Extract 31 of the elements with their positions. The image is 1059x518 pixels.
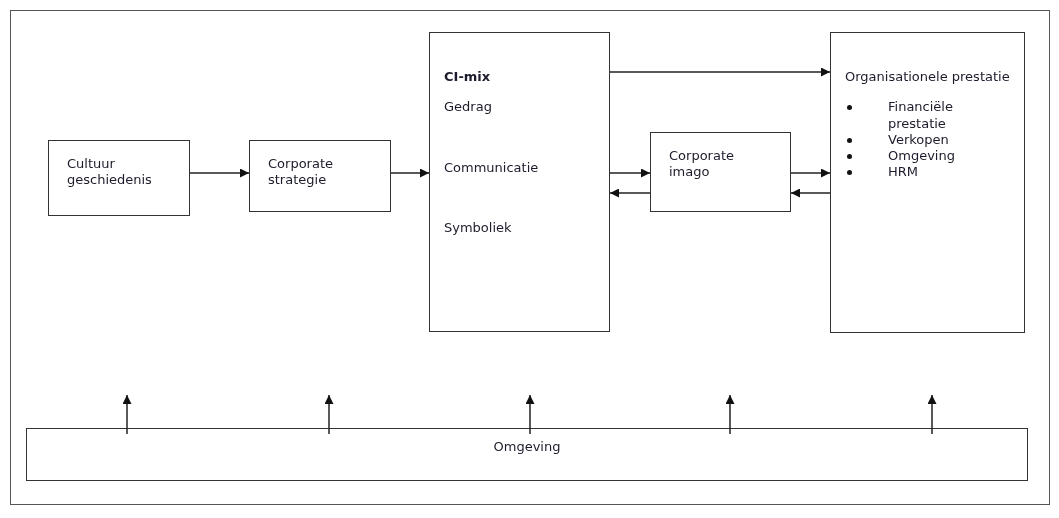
arrow [609,67,831,77]
box-label: Corporate strategie [268,156,334,189]
box-item: Communicatie [444,159,540,176]
box-heading: CI-mix [444,69,492,86]
arrow [725,394,735,435]
process-box [48,140,190,216]
process-box [26,428,1028,481]
arrow [525,394,535,435]
arrow [927,394,937,435]
box-item: Symboliek [444,219,513,236]
list-item: Verkopen [888,131,949,148]
arrow [609,168,651,178]
arrow [122,394,132,435]
box-heading: Organisationele prestatie [845,69,1010,86]
process-box [429,32,610,332]
list-item: Omgeving [888,148,955,165]
process-box [650,132,791,212]
arrow [790,168,831,178]
process-box [249,140,391,212]
box-item: Gedrag [444,99,493,116]
arrow [324,394,334,435]
arrow [609,188,651,198]
process-box [830,32,1025,333]
list-item: HRM [888,164,919,181]
box-label: Cultuur geschiedenis [67,156,153,189]
box-label: Corporate imago [669,148,735,181]
list-item: Financiële prestatie [888,99,954,132]
arrow [790,188,831,198]
arrow [189,168,250,178]
arrow [390,168,430,178]
box-label: Omgeving [492,439,562,456]
